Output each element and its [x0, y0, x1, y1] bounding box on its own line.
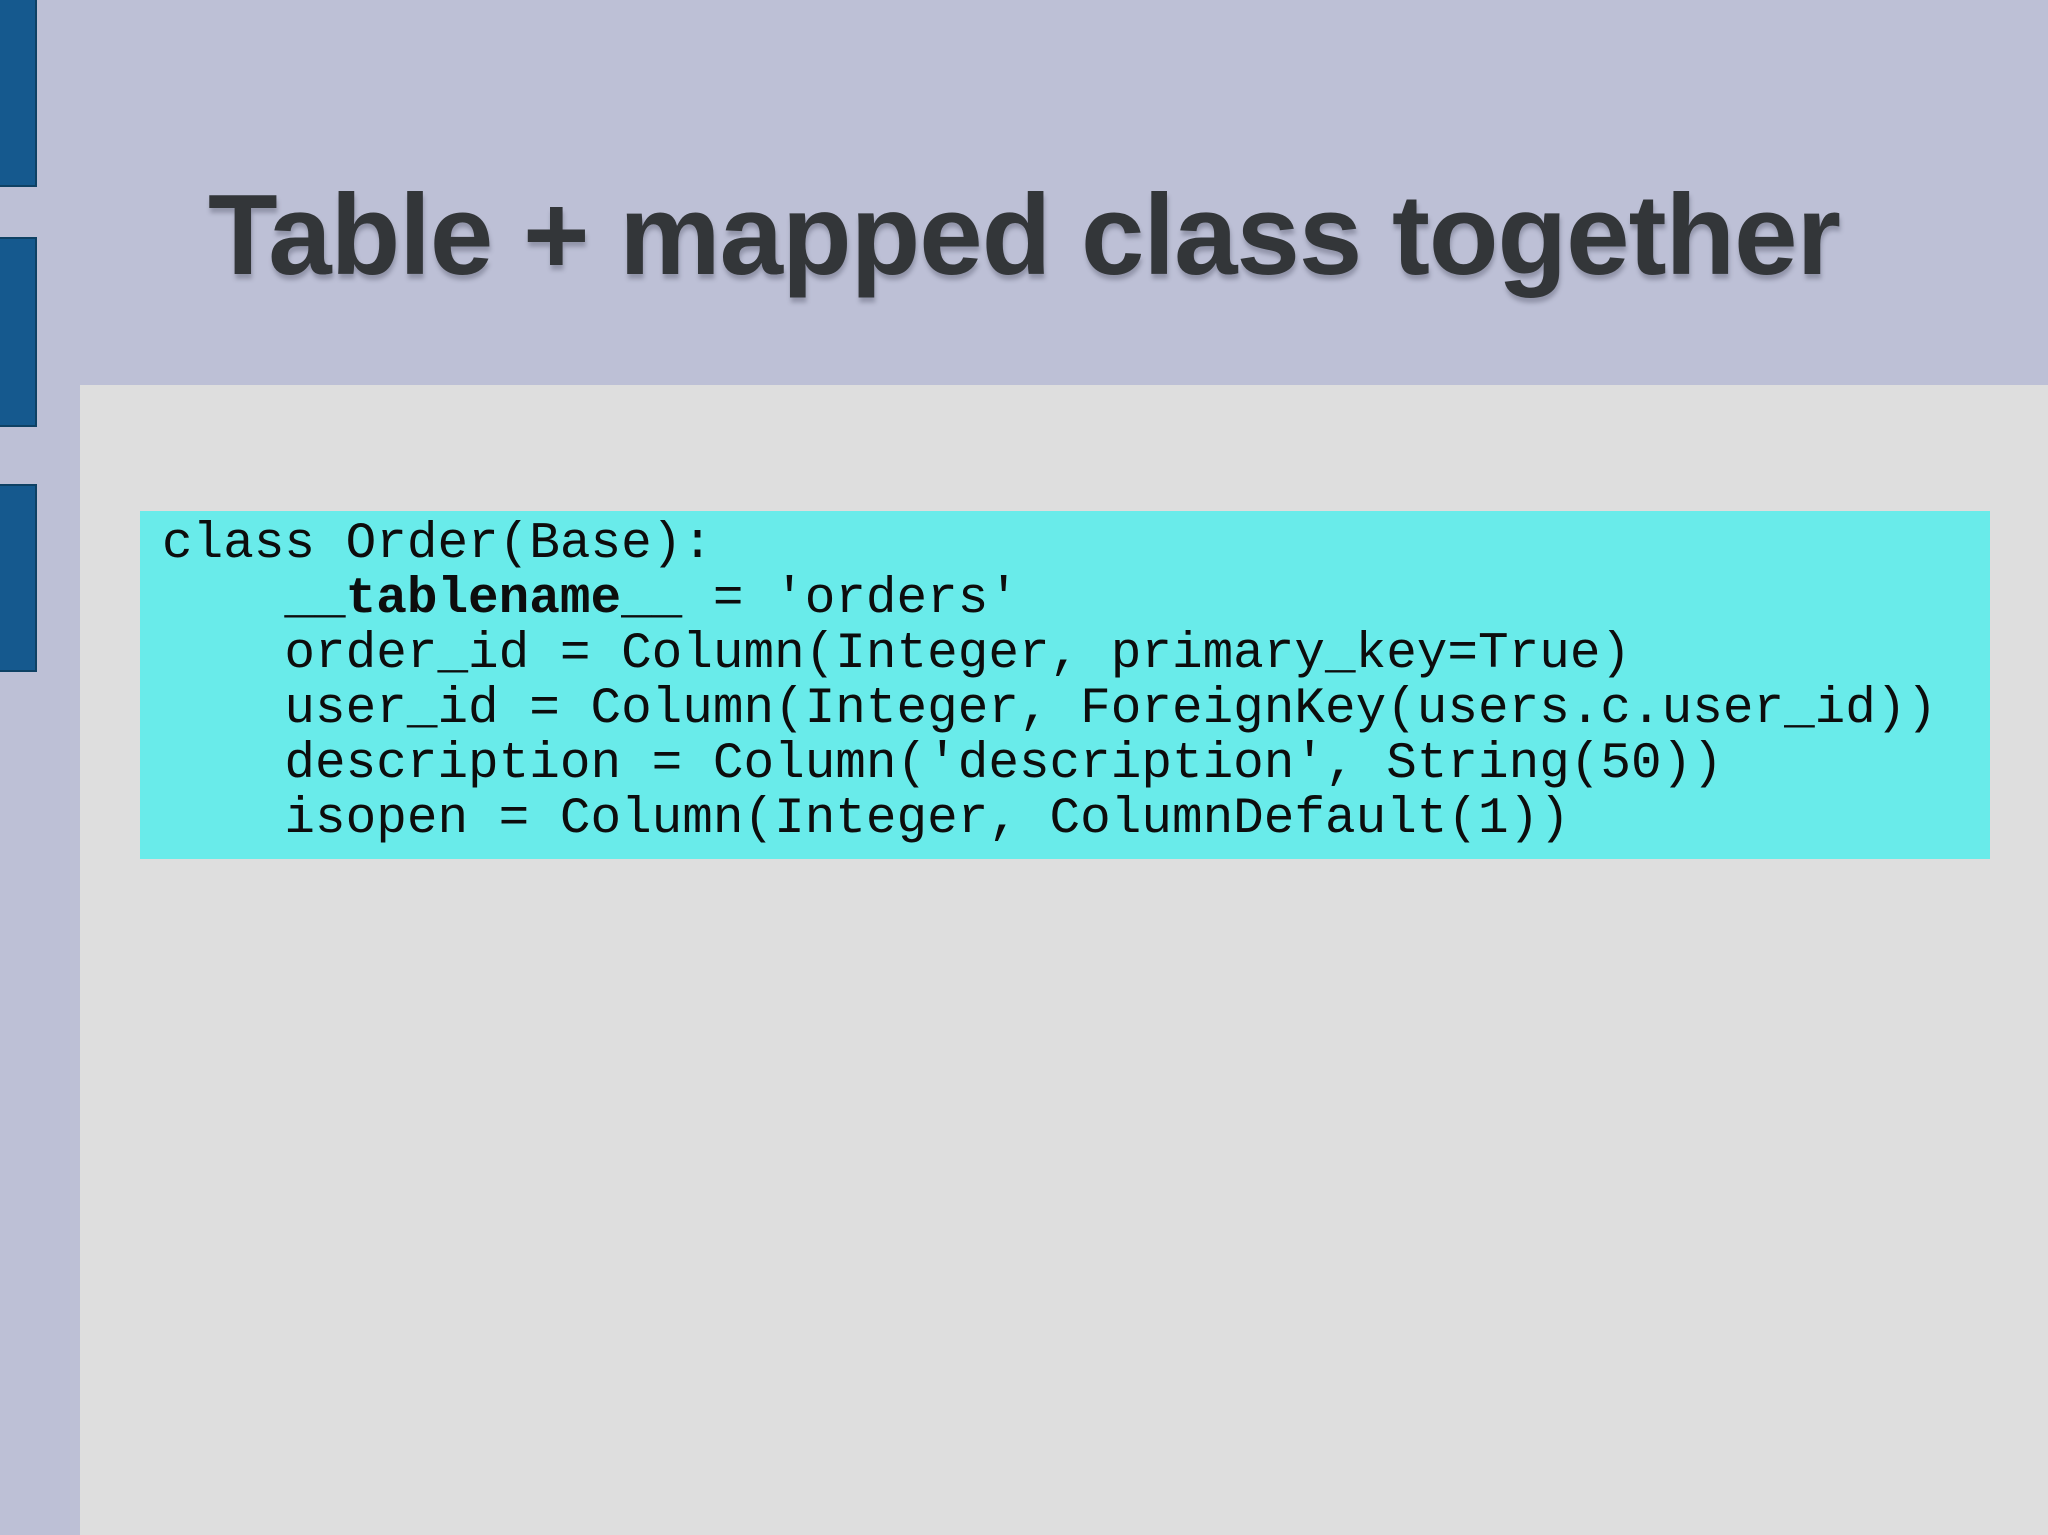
accent-bar-bottom: [0, 484, 37, 672]
code-text: = 'orders': [682, 571, 1019, 628]
code-bold-token: __tablename__: [284, 571, 683, 628]
code-text: description = Column('description', Stri…: [162, 736, 1723, 793]
code-line: order_id = Column(Integer, primary_key=T…: [162, 627, 1990, 682]
code-block: class Order(Base): __tablename__ = 'orde…: [140, 511, 1990, 859]
code-line: __tablename__ = 'orders': [162, 572, 1990, 627]
code-text: isopen = Column(Integer, ColumnDefault(1…: [162, 791, 1570, 848]
code-indent: [162, 571, 284, 628]
code-line: description = Column('description', Stri…: [162, 737, 1990, 792]
slide-title: Table + mapped class together: [208, 172, 1841, 299]
code-text: class Order(Base):: [162, 516, 713, 573]
code-line: class Order(Base):: [162, 517, 1990, 572]
code-line: user_id = Column(Integer, ForeignKey(use…: [162, 682, 1990, 737]
code-line: isopen = Column(Integer, ColumnDefault(1…: [162, 792, 1990, 847]
code-text: user_id = Column(Integer, ForeignKey(use…: [162, 681, 1938, 738]
code-text: order_id = Column(Integer, primary_key=T…: [162, 626, 1632, 683]
accent-bar-middle: [0, 237, 37, 427]
accent-bar-top: [0, 0, 37, 187]
